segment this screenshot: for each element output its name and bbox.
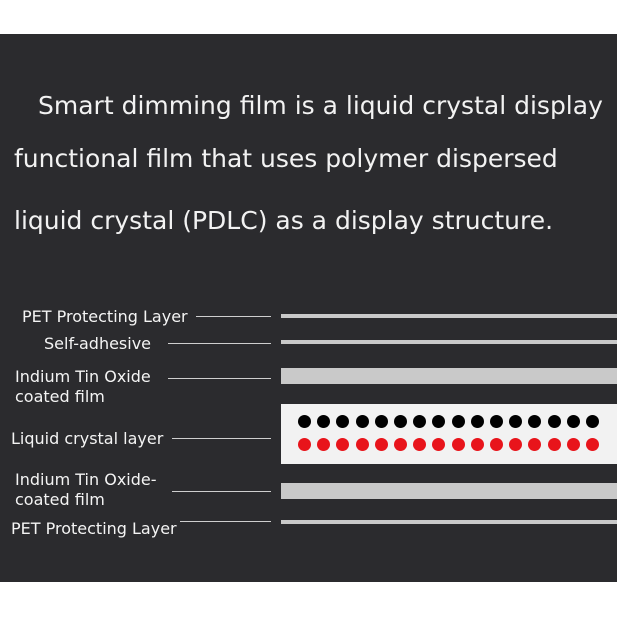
red-droplet [298, 438, 311, 451]
black-droplet [586, 415, 599, 428]
black-droplet [336, 415, 350, 428]
layer-label-pet-top: PET Protecting Layer [22, 307, 188, 326]
leader-line-liquid-crystal [172, 438, 271, 439]
red-droplet [490, 438, 503, 451]
black-droplet [566, 415, 580, 428]
black-droplet [394, 415, 407, 428]
black-droplet [317, 415, 331, 428]
black-droplet [509, 415, 523, 428]
red-droplet [547, 438, 561, 451]
red-droplet [586, 438, 599, 451]
red-droplet [355, 438, 369, 451]
layer-bar-ito-top [281, 368, 617, 384]
layer-bar-ito-bottom [281, 483, 617, 499]
leader-line-self-adhesive [168, 343, 271, 344]
red-droplet [374, 438, 388, 451]
red-droplet [317, 438, 331, 451]
black-droplet [490, 415, 503, 428]
layer-label-pet-bottom: PET Protecting Layer [11, 519, 177, 538]
leader-line-ito-bottom [172, 491, 271, 492]
liquid-crystal-layer [281, 404, 617, 464]
black-droplet [470, 415, 484, 428]
black-droplet [413, 415, 427, 428]
leader-line-ito-top [168, 378, 271, 379]
red-droplet [451, 438, 465, 451]
layer-label-self-adhesive: Self-adhesive [44, 334, 152, 353]
leader-line-pet-bottom [180, 521, 271, 522]
black-droplet [298, 415, 311, 428]
black-droplet [451, 415, 465, 428]
red-droplet [336, 438, 350, 451]
red-droplet [509, 438, 523, 451]
diagram-panel: Smart dimming film is a liquid crystal d… [0, 34, 617, 582]
red-droplet [413, 438, 427, 451]
red-droplet [566, 438, 580, 451]
black-droplet [355, 415, 369, 428]
layer-label-ito-top-1: Indium Tin Oxide [15, 367, 151, 386]
black-droplet [432, 415, 446, 428]
layer-bar-self-adhesive [281, 340, 617, 344]
red-droplet [432, 438, 446, 451]
red-droplet [528, 438, 542, 451]
layer-label-liquid-crystal: Liquid crystal layer [11, 429, 164, 448]
intro-line-1: Smart dimming film is a liquid crystal d… [38, 91, 603, 120]
black-droplet [547, 415, 561, 428]
layer-label-ito-bottom-1: Indium Tin Oxide- [15, 470, 157, 489]
layer-bar-pet-top [281, 314, 617, 318]
layer-label-ito-top-2: coated film [15, 387, 105, 406]
red-droplet [394, 438, 407, 451]
layer-bar-pet-bottom [281, 520, 617, 524]
layer-label-ito-bottom-2: coated film [15, 490, 105, 509]
black-droplet [528, 415, 542, 428]
intro-line-3: liquid crystal (PDLC) as a display struc… [14, 206, 554, 235]
red-droplet [470, 438, 484, 451]
intro-line-2: functional film that uses polymer disper… [14, 144, 558, 173]
leader-line-pet-top [196, 316, 271, 317]
black-droplet [374, 415, 388, 428]
